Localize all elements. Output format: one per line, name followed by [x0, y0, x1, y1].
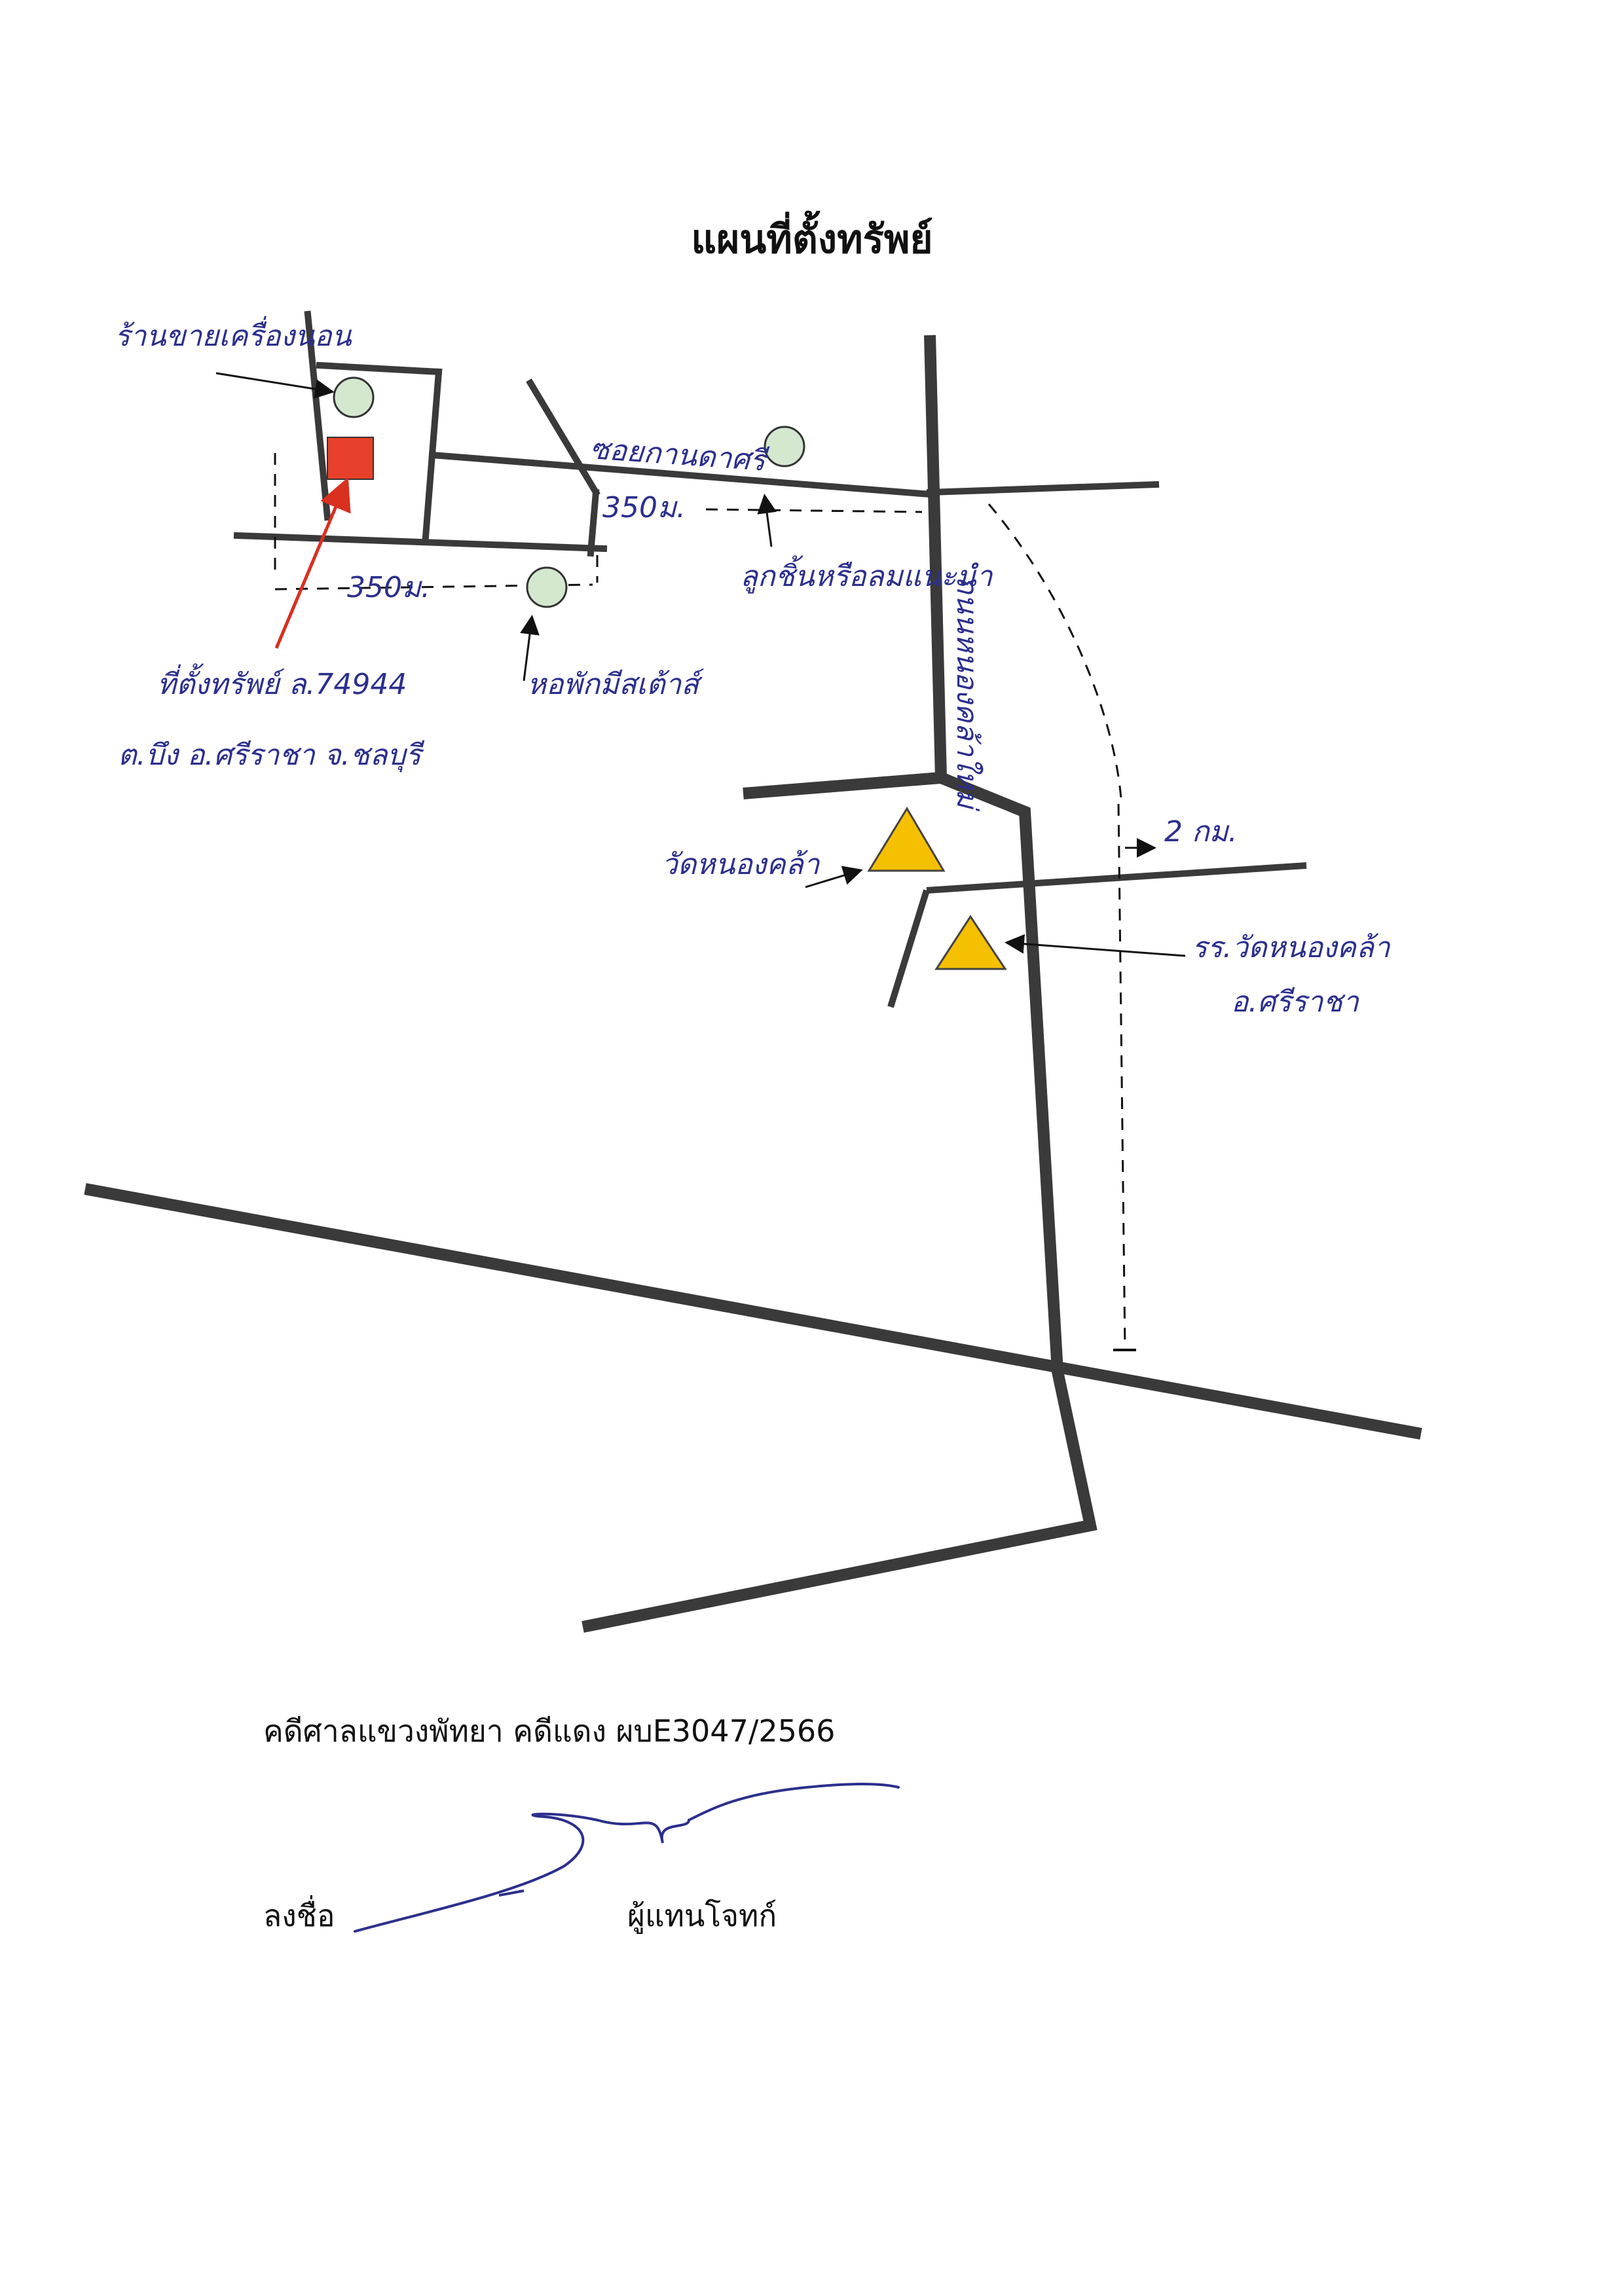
- roads: [233, 310, 1160, 557]
- road-soi-branch: [587, 488, 600, 557]
- property-marker: [327, 437, 374, 480]
- dashed-lines: [274, 453, 1126, 1351]
- label-property-line2: ต.บึง อ.ศรีราชา จ.ชลบุรี: [118, 738, 425, 773]
- sign-role: ผู้แทนโจทก์: [627, 1898, 777, 1933]
- label-school-line2: อ.ศรีราชา: [1231, 985, 1359, 1019]
- label-temple: วัดหนองคล้า: [661, 848, 821, 881]
- arrow-market: [757, 494, 777, 547]
- road-cross-2-branch: [887, 889, 930, 1008]
- label-road-vertical: ถนนหนองคล้าใหม่: [950, 576, 984, 811]
- dashed-2km-vertical: [1117, 803, 1126, 1351]
- road-block-top: [316, 361, 443, 376]
- signature-row: ลงชื่อ ผู้แทนโจทก์: [263, 1783, 1246, 1938]
- page-title: แผนที่ตั้งทรัพย์: [691, 217, 933, 263]
- label-2km: 2 กม.: [1164, 815, 1238, 848]
- arrow-school: [1005, 934, 1186, 957]
- road-east-stub: [926, 481, 1160, 496]
- label-dorm: หอพักมีสเต้าส์: [527, 668, 705, 701]
- sign-label: ลงชื่อ: [263, 1898, 335, 1933]
- label-350-top: 350ม.: [602, 491, 686, 524]
- case-number-line: คดีศาลแขวงพัทยา คดีแดง ผบE3047/2566: [263, 1713, 836, 1749]
- temple-triangle: [867, 807, 946, 872]
- label-school-line1: รร.วัดหนองคล้า: [1192, 931, 1391, 964]
- dashed-left-horizontal: [274, 583, 593, 591]
- arrow-shop: [215, 372, 335, 399]
- dashed-soi: [705, 508, 923, 513]
- signature-drawing: [354, 1783, 900, 1933]
- road-lower-horizontal: [233, 532, 608, 553]
- shop-circle: [333, 376, 375, 418]
- label-market: ลูกชิ้นหรือลมแนะนำ: [740, 555, 993, 594]
- minor-roads: [887, 862, 1307, 1008]
- school-triangle: [934, 915, 1007, 970]
- arrows: [215, 372, 1186, 957]
- road-soi: [428, 451, 934, 498]
- road-main-vertical: [581, 335, 1098, 1633]
- market-circle: [764, 426, 805, 467]
- label-350-bottom: 350ม.: [347, 571, 430, 604]
- dashed-curve: [987, 503, 1122, 799]
- road-diagonal: [526, 378, 600, 497]
- arrow-dorm: [520, 615, 540, 682]
- dorm-circle: [526, 566, 568, 608]
- main-roads: [84, 335, 1422, 1633]
- road-cross-2: [926, 862, 1307, 894]
- label-shop: ร้านขายเครื่องนอน: [115, 316, 353, 353]
- road-cross-1: [743, 772, 942, 799]
- label-property-line1: ที่ตั้งทรัพย์ ล.74944: [157, 663, 407, 701]
- arrow-property: [274, 477, 351, 649]
- arrow-temple: [805, 866, 863, 888]
- road-highway: [84, 1183, 1422, 1440]
